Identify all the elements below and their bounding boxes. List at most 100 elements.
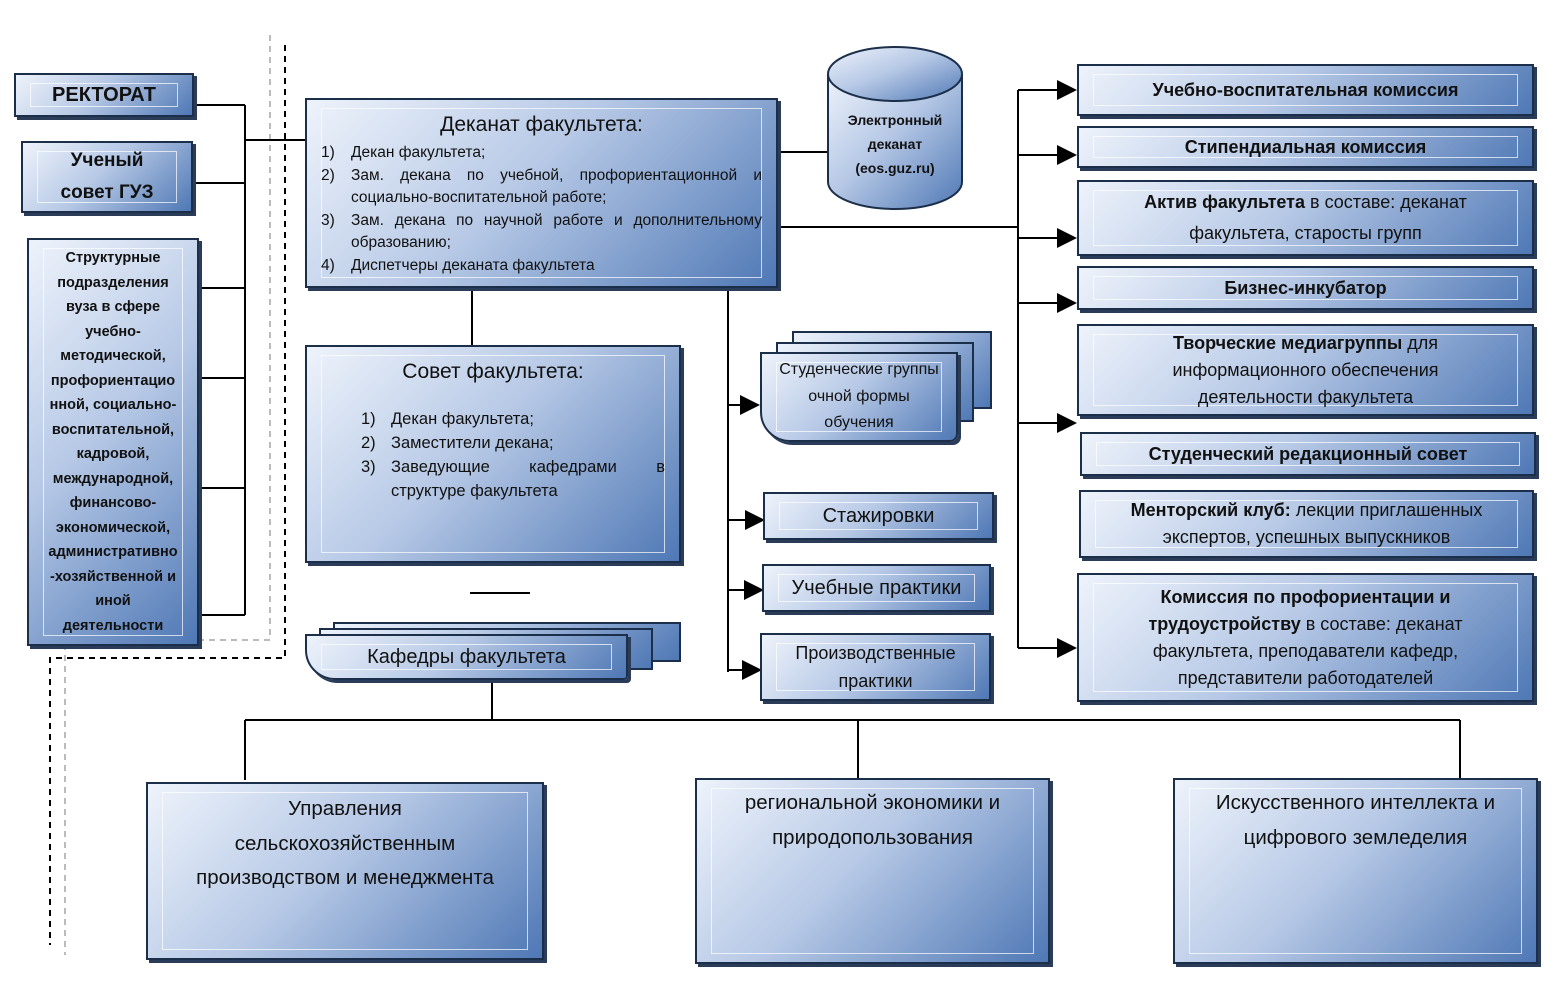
- mentor-club-box: Менторский клуб: лекции приглашенных экс…: [1079, 490, 1534, 558]
- media-groups-text: Творческие медиагруппы для информационно…: [1079, 330, 1532, 411]
- e-deanery-cylinder: Электронный деканат (eos.guz.ru): [826, 42, 964, 212]
- deanery-list: 1) Декан факультета; 2) Зам. декана по учеб…: [321, 142, 762, 277]
- list-item: 2) Заместители декана;: [361, 431, 665, 455]
- production-practice-line1: Производственные: [795, 643, 956, 663]
- department-regional-economy-label: региональной экономики и природопользован…: [697, 780, 1048, 855]
- career-commission-text: Комиссия по профориентации и трудоустрой…: [1079, 584, 1532, 692]
- e-deanery-line1: Электронный: [847, 112, 943, 128]
- structural-units-line: методической,: [60, 348, 166, 364]
- student-groups-label: Студенческие группы очной формы обучения: [779, 361, 939, 432]
- list-item-text: Зам. декана по учебной, профориентационн…: [351, 166, 762, 207]
- editorial-council-label: Студенческий редакционный совет: [1148, 443, 1468, 464]
- faculty-activists-desc: в составе: деканат факультета, старосты …: [1189, 192, 1467, 243]
- structural-units-line: экономической,: [55, 519, 171, 536]
- department-regional-economy-box: региональной экономики и природопользован…: [695, 778, 1050, 964]
- list-item: 3) Зам. декана по научной работе и дополн…: [321, 210, 762, 255]
- e-deanery-line2: деканат: [867, 136, 923, 152]
- academic-council-box: Ученый совет ГУЗ: [21, 141, 193, 213]
- mentor-club-title: Менторский клуб:: [1130, 500, 1291, 520]
- faculty-activists-box: Актив факультета в составе: деканат факу…: [1077, 180, 1534, 256]
- internships-box: Стажировки: [763, 492, 994, 540]
- structural-units-line: нной, социально-: [49, 397, 177, 413]
- academic-council-label: Ученый совет ГУЗ: [61, 145, 154, 209]
- production-practice-line2: практики: [838, 671, 913, 691]
- structural-units-line: международной,: [52, 470, 174, 487]
- list-item-text: Декан факультета;: [391, 410, 534, 428]
- rektorat-box: РЕКТОРАТ: [14, 73, 194, 117]
- list-item: 1) Декан факультета;: [361, 407, 665, 431]
- scholarship-commission-box: Стипендиальная комиссия: [1077, 126, 1534, 168]
- structural-units-line: административно: [48, 544, 178, 560]
- list-item-number: 4): [321, 256, 335, 274]
- student-groups-box: Студенческие группы очной формы обучения: [760, 352, 958, 442]
- departments-title: Кафедры факультета: [367, 645, 566, 668]
- structural-units-line: воспитательной,: [51, 421, 175, 438]
- e-deanery-line3: (eos.guz.ru): [855, 160, 935, 176]
- list-item-number: 2): [361, 434, 376, 452]
- study-practice-box: Учебные практики: [762, 564, 991, 612]
- editorial-council-box: Студенческий редакционный совет: [1080, 432, 1536, 476]
- list-item-text: Заведующие кафедрами в структуре факульт…: [391, 458, 665, 500]
- structural-units-line: финансово-: [69, 495, 157, 511]
- e-deanery-label: Электронный деканат (eos.guz.ru): [826, 108, 964, 180]
- list-item-text: Заместители декана;: [391, 434, 554, 452]
- structural-units-line: иной: [95, 593, 131, 609]
- production-practice-label: Производственные практики: [795, 639, 955, 695]
- list-item: 3) Заведующие кафедрами в структуре факул…: [361, 455, 665, 503]
- production-practice-box: Производственные практики: [760, 633, 991, 701]
- edu-commission-box: Учебно-воспитательная комиссия: [1077, 64, 1534, 116]
- structural-units-line: профориентацио: [50, 372, 176, 389]
- department-line: Искусственного интеллекта и: [1215, 791, 1496, 814]
- list-item-number: 3): [361, 458, 376, 476]
- department-line: производством и менеджмента: [196, 866, 494, 889]
- deanery-box: Деканат факультета: 1) Декан факультета; 2…: [305, 98, 778, 288]
- rektorat-label: РЕКТОРАТ: [52, 83, 156, 106]
- list-item: 4) Диспетчеры деканата факультета: [321, 255, 762, 278]
- database-icon: [827, 46, 963, 210]
- deanery-title: Деканат факультета:: [440, 113, 643, 136]
- list-item: 1) Декан факультета;: [321, 142, 762, 165]
- media-groups-box: Творческие медиагруппы для информационно…: [1077, 324, 1534, 416]
- business-incubator-label: Бизнес-инкубатор: [1224, 277, 1387, 298]
- department-line: цифрового земледелия: [1243, 825, 1468, 849]
- career-commission-desc: в составе: деканат факультета, преподава…: [1152, 613, 1463, 688]
- edu-commission-label: Учебно-воспитательная комиссия: [1152, 79, 1459, 100]
- list-item-text: Декан факультета;: [351, 144, 486, 161]
- departments-box: Кафедры факультета: [305, 634, 628, 680]
- structural-units-line: деятельности: [62, 617, 164, 634]
- department-line: Управления: [288, 797, 402, 820]
- structural-units-line: кадровой,: [76, 446, 150, 462]
- mentor-club-desc: лекции приглашенных экспертов, успешных …: [1162, 500, 1483, 547]
- study-practice-label: Учебные практики: [791, 576, 962, 599]
- career-commission-box: Комиссия по профориентации и трудоустрой…: [1077, 573, 1534, 702]
- list-item-text: Зам. декана по научной работе и дополнит…: [351, 211, 762, 252]
- academic-council-line2: совет ГУЗ: [60, 182, 154, 203]
- mentor-club-text: Менторский клуб: лекции приглашенных экс…: [1081, 497, 1532, 551]
- list-item-text: Диспетчеры деканата факультета: [351, 256, 595, 274]
- career-commission-title: Комиссия по профориентации и трудоустрой…: [1148, 586, 1451, 634]
- list-item: 2) Зам. декана по учебной, профориентацио…: [321, 165, 762, 210]
- media-groups-desc: для информационного обеспечения деятельн…: [1172, 332, 1439, 407]
- academic-council-line1: Ученый: [70, 150, 144, 171]
- department-line: региональной экономики и: [744, 791, 1001, 814]
- faculty-council-title: Совет факультета:: [402, 360, 584, 383]
- structural-units-line: -хозяйственной и: [50, 568, 176, 585]
- structural-units-line: учебно-: [85, 323, 141, 340]
- list-item-number: 1): [321, 144, 335, 161]
- structural-units-line: подразделения: [57, 274, 169, 291]
- internships-label: Стажировки: [822, 504, 935, 527]
- faculty-activists-text: Актив факультета в составе: деканат факу…: [1079, 187, 1532, 249]
- structural-units-line: Структурные: [65, 250, 161, 266]
- list-item-number: 3): [321, 211, 335, 229]
- faculty-activists-title: Актив факультета: [1144, 192, 1306, 212]
- list-item-number: 2): [321, 166, 335, 184]
- business-incubator-box: Бизнес-инкубатор: [1077, 266, 1534, 310]
- faculty-council-box: Совет факультета: 1) Декан факультета; 2) З…: [305, 345, 681, 563]
- list-item-number: 1): [361, 410, 376, 428]
- department-line: природопользования: [772, 825, 973, 849]
- department-ai-label: Искусственного интеллекта и цифрового зем…: [1175, 780, 1536, 855]
